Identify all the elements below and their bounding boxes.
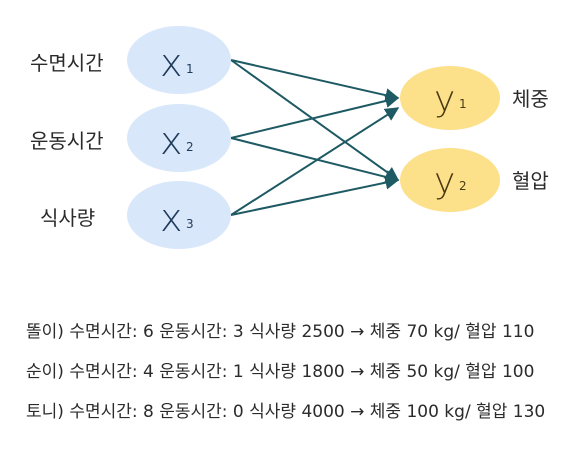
- input-node-3: 식사량 x 3: [40, 181, 231, 249]
- output-symbol: y: [434, 161, 455, 202]
- input-node-circle: [127, 104, 231, 172]
- example-line-ttoli: 똘이) 수면시간: 6 운동시간: 3 식사량 2500 → 체중 70 kg/…: [26, 322, 535, 342]
- arrow-x2-y1: [230, 94, 400, 139]
- input-label-exercise: 운동시간: [30, 129, 104, 153]
- example-line-suni: 순이) 수면시간: 4 운동시간: 1 식사량 1800 → 체중 50 kg/…: [26, 362, 535, 382]
- neural-network-diagram: 수면시간 x 1 운동시간 x 2 식사량 x 3 y 1 체중 y 2 혈압: [30, 26, 549, 249]
- input-subscript: 3: [186, 217, 194, 231]
- input-symbol: x: [160, 41, 183, 85]
- output-node-1: y 1 체중: [400, 66, 549, 130]
- input-label-meal: 식사량: [40, 206, 95, 230]
- output-label-blood-pressure: 혈압: [512, 169, 549, 193]
- output-label-weight: 체중: [512, 87, 549, 111]
- input-node-circle: [127, 26, 231, 94]
- arrow-x1-y2: [230, 59, 400, 181]
- input-node-1: 수면시간 x 1: [30, 26, 231, 94]
- input-label-sleep: 수면시간: [30, 51, 104, 75]
- input-symbol: x: [160, 119, 183, 163]
- arrow-x3-y1: [230, 107, 400, 216]
- input-subscript: 2: [186, 140, 194, 154]
- arrow-x3-y2: [230, 175, 400, 216]
- example-list: 똘이) 수면시간: 6 운동시간: 3 식사량 2500 → 체중 70 kg/…: [26, 322, 586, 442]
- input-subscript: 1: [186, 62, 194, 76]
- input-node-circle: [127, 181, 231, 249]
- input-symbol: x: [160, 196, 183, 240]
- connection-arrows: [230, 59, 400, 216]
- output-subscript: 2: [459, 179, 467, 193]
- arrow-x2-y2: [230, 137, 400, 184]
- output-node-circle: [400, 148, 500, 212]
- arrow-x1-y1: [230, 59, 400, 103]
- output-symbol: y: [434, 79, 455, 120]
- output-node-2: y 2 혈압: [400, 148, 549, 212]
- example-line-toni: 토니) 수면시간: 8 운동시간: 0 식사량 4000 → 체중 100 kg…: [26, 402, 546, 422]
- input-node-2: 운동시간 x 2: [30, 104, 231, 172]
- output-subscript: 1: [459, 97, 467, 111]
- output-node-circle: [400, 66, 500, 130]
